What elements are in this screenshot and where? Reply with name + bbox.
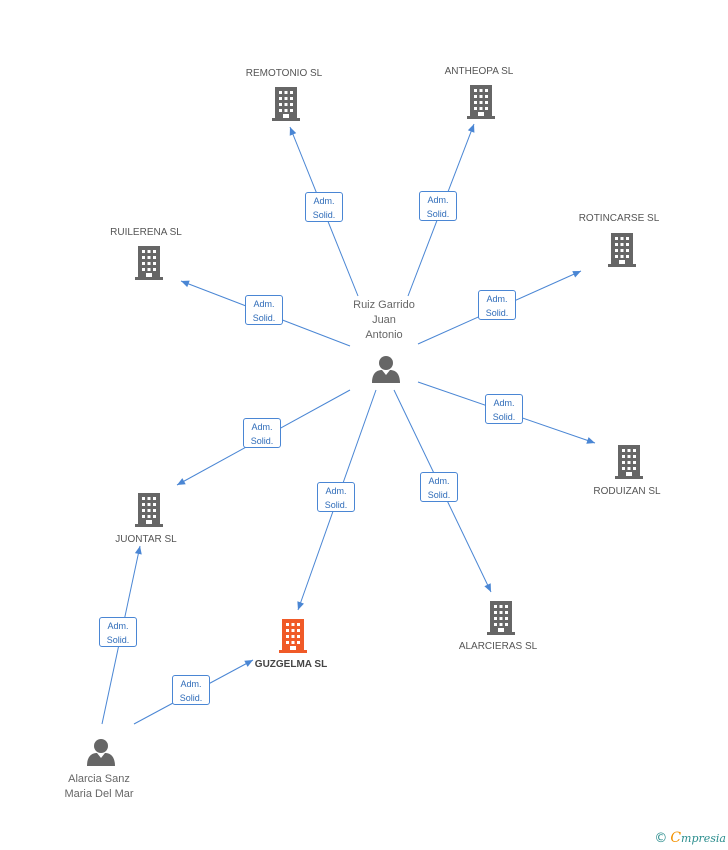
empresia-brand[interactable]: ©Cmpresia [654,830,726,846]
company-label-remotonio[interactable]: REMOTONIO SL [245,68,323,79]
center-person-name[interactable]: Ruiz Garrido Juan Antonio [334,298,434,343]
center-person-name-line-2: Juan [372,314,396,326]
arrow-head-icon [297,601,304,610]
edge-label-center-person-alarcieras[interactable]: Adm. Solid. [420,472,458,502]
edge-label-line-1: Adm. [253,299,275,309]
company-label-juontar[interactable]: JUONTAR SL [115,534,177,545]
building-icon-juontar[interactable] [135,493,163,527]
edge-label-center-person-roduizan[interactable]: Adm. Solid. [485,394,523,424]
building-icon-antheopa[interactable] [467,85,495,119]
building-icon-guzgelma[interactable] [279,619,307,653]
edge-label-center-person-guzgelma[interactable]: Adm. Solid. [317,482,355,512]
arrow-head-icon [572,271,581,278]
edge-label-line-2: Solid. [106,635,130,645]
brand-initial: C [670,830,682,846]
edge-label-line-2: Solid. [312,210,336,220]
edge-label-center-person-ruilerena[interactable]: Adm. Solid. [245,295,283,325]
edge-label-line-1: Adm. [325,486,347,496]
edge-label-line-1: Adm. [486,294,508,304]
edge-label-line-2: Solid. [179,693,203,703]
building-icon-remotonio[interactable] [272,87,300,121]
company-label-alarcieras[interactable]: ALARCIERAS SL [458,641,538,652]
center-person-name-line-3: Antonio [365,329,403,341]
arrow-head-icon [586,437,595,444]
edge-label-center-person-juontar[interactable]: Adm. Solid. [243,418,281,448]
company-label-antheopa[interactable]: ANTHEOPA SL [444,66,514,77]
brand-name: mpresia [681,832,726,845]
edge-label-line-2: Solid. [427,490,451,500]
edge-label-line-2: Solid. [250,436,274,446]
edge-label-second-person-guzgelma[interactable]: Adm. Solid. [172,675,210,705]
company-label-roduizan[interactable]: RODUIZAN SL [593,486,661,497]
edge-label-second-person-juontar[interactable]: Adm. Solid. [99,617,137,647]
person-icon-second-person[interactable] [87,739,115,766]
building-icon-roduizan[interactable] [615,445,643,479]
edge-label-line-1: Adm. [428,476,450,486]
edge-label-line-1: Adm. [251,422,273,432]
edge-label-line-2: Solid. [485,308,509,318]
edge-label-line-2: Solid. [492,412,516,422]
second-person-name-line-2: Maria Del Mar [64,788,134,800]
arrow-head-icon [177,478,186,485]
building-icon-ruilerena[interactable] [135,246,163,280]
building-icon-rotincarse[interactable] [608,233,636,267]
edge-label-center-person-antheopa[interactable]: Adm. Solid. [419,191,457,221]
company-label-rotincarse[interactable]: ROTINCARSE SL [578,213,660,224]
building-icon-alarcieras[interactable] [487,601,515,635]
arrow-head-icon [244,660,253,667]
edge-label-line-1: Adm. [107,621,129,631]
edge-label-line-1: Adm. [493,398,515,408]
edge-label-line-1: Adm. [180,679,202,689]
person-icon-center-person[interactable] [372,356,400,383]
edge-label-center-person-rotincarse[interactable]: Adm. Solid. [478,290,516,320]
second-person-name[interactable]: Alarcia Sanz Maria Del Mar [49,772,149,802]
company-label-ruilerena[interactable]: RUILERENA SL [110,227,182,238]
copyright-symbol: © [654,831,668,846]
edge-label-line-1: Adm. [427,195,449,205]
arrow-head-icon [181,280,190,288]
center-person-name-line-1: Ruiz Garrido [353,299,415,311]
arrow-head-icon [134,546,142,555]
arrow-head-icon [484,583,491,592]
edge-label-line-1: Adm. [313,196,335,206]
second-person-name-line-1: Alarcia Sanz [68,773,130,785]
edge-label-line-2: Solid. [426,209,450,219]
arrow-head-icon [467,124,475,133]
arrow-head-icon [289,127,297,136]
edge-label-line-2: Solid. [252,313,276,323]
edge-label-center-person-remotonio[interactable]: Adm. Solid. [305,192,343,222]
company-label-guzgelma[interactable]: GUZGELMA SL [254,659,328,670]
edge-label-line-2: Solid. [324,500,348,510]
